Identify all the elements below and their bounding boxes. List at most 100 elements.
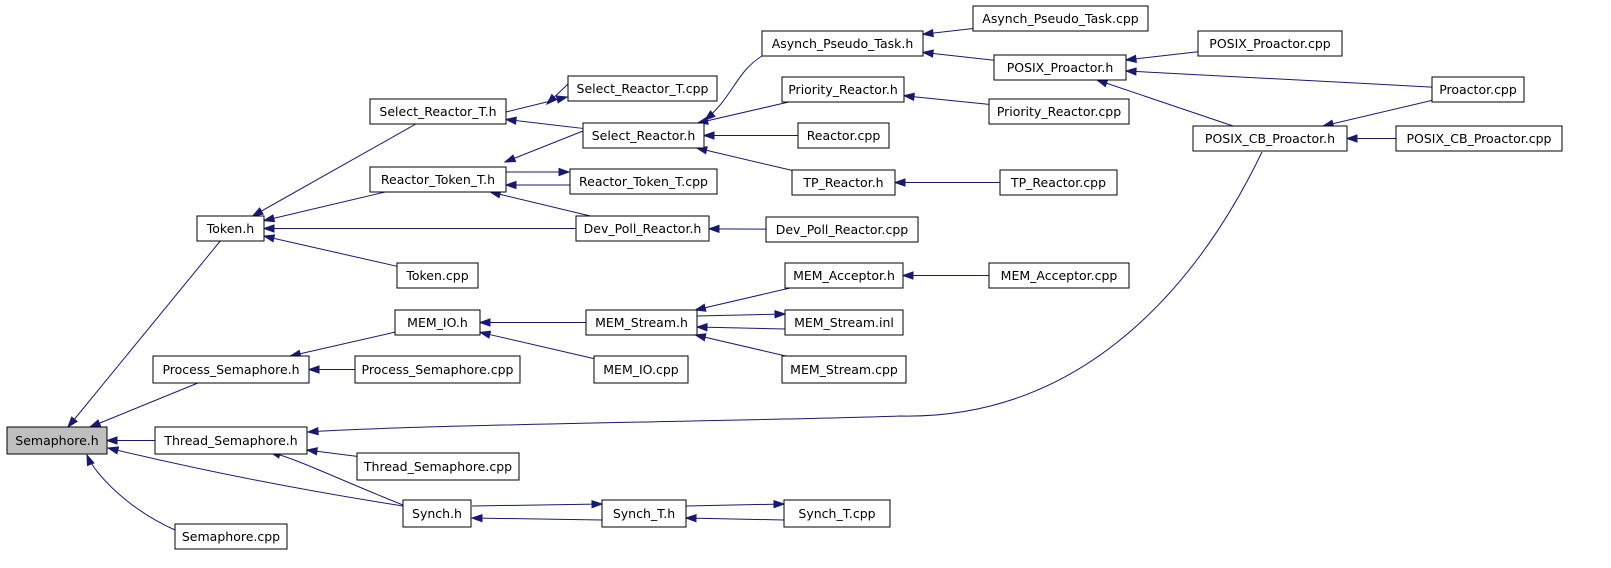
- node-mem-acceptor-h[interactable]: MEM_Acceptor.h: [784, 262, 904, 289]
- node-token-h[interactable]: Token.h: [196, 215, 265, 242]
- node-reactor-token-t-cpp[interactable]: Reactor_Token_T.cpp: [569, 168, 718, 195]
- arrowhead: [105, 436, 118, 445]
- node-mem-stream-h[interactable]: MEM_Stream.h: [585, 309, 698, 336]
- node-mem-io-h[interactable]: MEM_IO.h: [394, 309, 481, 336]
- arrowhead: [558, 167, 571, 177]
- node-synch-t-h[interactable]: Synch_T.h: [601, 499, 687, 528]
- node-label: Token.cpp: [405, 268, 468, 283]
- arrowhead: [470, 513, 483, 523]
- node-label: Synch_T.cpp: [798, 506, 875, 521]
- edge-synch_t_h-to-synch_t_cpp: [685, 500, 786, 509]
- node-proactor-cpp[interactable]: Proactor.cpp: [1431, 76, 1525, 103]
- arrowhead: [67, 416, 78, 429]
- node-box: [761, 30, 924, 57]
- node-dev-poll-reactor-h[interactable]: Dev_Poll_Reactor.h: [575, 215, 710, 242]
- node-box: [781, 355, 907, 384]
- edge-mem_stream_inl-to-mem_stream_h: [695, 323, 786, 332]
- edge-mem_io_h-to-process_semaphore_h: [288, 331, 396, 358]
- node-tp-reactor-cpp[interactable]: TP_Reactor.cpp: [999, 169, 1118, 196]
- node-box: [582, 122, 705, 149]
- edge-mem_stream_cpp-to-mem_stream_h: [693, 333, 786, 357]
- node-reactor-token-t-h[interactable]: Reactor_Token_T.h: [369, 166, 507, 193]
- node-select-reactor-h[interactable]: Select_Reactor.h: [582, 122, 705, 149]
- node-posix-cb-proactor-cpp[interactable]: POSIX_CB_Proactor.cpp: [1395, 125, 1563, 152]
- node-label: POSIX_CB_Proactor.h: [1205, 131, 1335, 146]
- node-posix-proactor-cpp[interactable]: POSIX_Proactor.cpp: [1197, 30, 1343, 57]
- node-synch-t-cpp[interactable]: Synch_T.cpp: [783, 499, 891, 528]
- node-process-semaphore-cpp[interactable]: Process_Semaphore.cpp: [354, 355, 521, 384]
- edge-proactor_cpp-to-posix_proactor_h: [1124, 67, 1433, 88]
- edge-process_semaphore_cpp-to-process_semaphore_h: [307, 365, 355, 374]
- node-label: Select_Reactor_T.h: [379, 104, 496, 119]
- node-label: Semaphore.cpp: [182, 529, 280, 544]
- edge-dev_poll_reactor_h-to-token_h: [262, 224, 576, 233]
- arrowhead: [88, 419, 102, 428]
- node-box: [1431, 76, 1525, 103]
- node-mem-io-cpp[interactable]: MEM_IO.cpp: [593, 355, 689, 384]
- node-tp-reactor-h[interactable]: TP_Reactor.h: [791, 169, 896, 196]
- arrowhead: [251, 207, 264, 217]
- edge-line: [471, 503, 603, 507]
- node-label: Thread_Semaphore.h: [163, 433, 297, 448]
- node-asynch-pseudo-task-h[interactable]: Asynch_Pseudo_Task.h: [761, 30, 924, 57]
- arrowhead: [1124, 54, 1137, 63]
- node-priority-reactor-cpp[interactable]: Priority_Reactor.cpp: [988, 98, 1130, 125]
- node-semaphore-h[interactable]: Semaphore.h: [6, 426, 108, 455]
- arrowhead: [693, 303, 707, 312]
- edge-line: [504, 130, 584, 163]
- edge-line: [696, 147, 793, 171]
- node-mem-acceptor-cpp[interactable]: MEM_Acceptor.cpp: [988, 262, 1130, 289]
- arrowhead: [503, 154, 517, 163]
- node-box: [567, 75, 718, 102]
- edge-line: [505, 118, 584, 129]
- node-label: Priority_Reactor.cpp: [997, 104, 1121, 119]
- node-label: Token.h: [206, 221, 254, 236]
- node-asynch-pseudo-task-cpp[interactable]: Asynch_Pseudo_Task.cpp: [972, 5, 1149, 32]
- node-reactor-cpp[interactable]: Reactor.cpp: [797, 122, 890, 149]
- edge-line: [471, 517, 603, 521]
- arrowhead: [921, 28, 934, 38]
- node-synch-h[interactable]: Synch.h: [402, 499, 472, 528]
- node-token-cpp[interactable]: Token.cpp: [396, 262, 479, 289]
- edge-mem_acceptor_cpp-to-mem_acceptor_h: [901, 271, 989, 280]
- edge-proactor_cpp-to-posix_cb_proactor_h: [1321, 99, 1433, 128]
- node-box: [988, 98, 1130, 125]
- arrowhead: [504, 116, 517, 125]
- node-select-reactor-t-cpp[interactable]: Select_Reactor_T.cpp: [567, 75, 718, 102]
- node-thread-semaphore-h[interactable]: Thread_Semaphore.h: [154, 426, 308, 455]
- node-posix-proactor-h[interactable]: POSIX_Proactor.h: [993, 54, 1127, 81]
- node-label: Process_Semaphore.cpp: [362, 362, 514, 377]
- node-select-reactor-t-h[interactable]: Select_Reactor_T.h: [369, 98, 507, 125]
- node-box: [356, 452, 520, 481]
- edge-select_reactor_t_h-to-token_h: [251, 123, 417, 217]
- node-box: [1197, 30, 1343, 57]
- node-label: MEM_Stream.h: [595, 315, 688, 330]
- node-priority-reactor-h[interactable]: Priority_Reactor.h: [781, 76, 905, 103]
- node-mem-stream-inl[interactable]: MEM_Stream.inl: [784, 309, 904, 336]
- node-label: Semaphore.h: [15, 433, 98, 448]
- arrowhead: [1095, 79, 1109, 88]
- node-label: MEM_IO.h: [407, 315, 468, 330]
- edge-reactor_token_t_h-to-reactor_token_t_cpp: [506, 167, 571, 177]
- node-label: Select_Reactor.h: [592, 128, 696, 143]
- node-box: [585, 309, 698, 336]
- node-semaphore-cpp[interactable]: Semaphore.cpp: [174, 523, 288, 550]
- node-label: Dev_Poll_Reactor.cpp: [776, 222, 909, 237]
- node-process-semaphore-h[interactable]: Process_Semaphore.h: [152, 355, 310, 384]
- edge-line: [696, 326, 786, 330]
- node-label: MEM_Acceptor.h: [793, 268, 895, 283]
- node-dev-poll-reactor-cpp[interactable]: Dev_Poll_Reactor.cpp: [765, 216, 919, 243]
- edge-line: [290, 331, 396, 357]
- node-label: Reactor.cpp: [807, 128, 881, 143]
- edge-synch_t_h-to-synch_h: [470, 513, 603, 523]
- node-box: [797, 122, 890, 149]
- node-mem-stream-cpp[interactable]: MEM_Stream.cpp: [781, 355, 907, 384]
- node-posix-cb-proactor-h[interactable]: POSIX_CB_Proactor.h: [1192, 125, 1348, 152]
- edge-dev_poll_reactor_h-to-reactor_token_t_h: [488, 190, 591, 217]
- node-thread-semaphore-cpp[interactable]: Thread_Semaphore.cpp: [356, 452, 520, 481]
- node-label: Thread_Semaphore.cpp: [363, 459, 512, 474]
- node-box: [152, 355, 310, 384]
- arrowhead: [693, 333, 707, 342]
- edge-mem_stream_h-to-mem_stream_inl: [696, 310, 787, 319]
